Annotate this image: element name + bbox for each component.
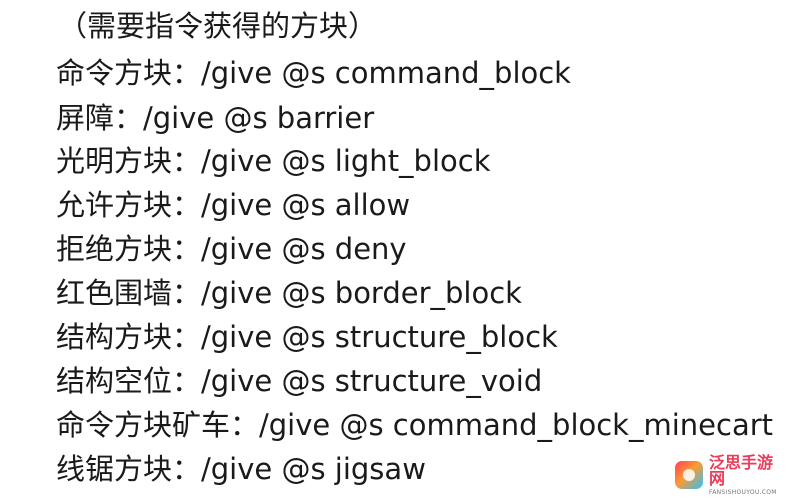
watermark-logo-icon <box>675 461 703 489</box>
command-line-deny: 拒绝方块：/give @s deny <box>56 232 407 266</box>
command-line-border-block: 红色围墙：/give @s border_block <box>56 276 522 310</box>
watermark-text: 泛思手游网 FANSISHOUYOU.COM <box>709 452 787 496</box>
command-line-allow: 允许方块：/give @s allow <box>56 188 411 222</box>
command-line-jigsaw: 线锯方块：/give @s jigsaw <box>56 452 426 486</box>
command-line-structure-void: 结构空位：/give @s structure_void <box>56 364 543 398</box>
command-line-command-block: 命令方块：/give @s command_block <box>56 56 571 90</box>
site-watermark: 泛思手游网 FANSISHOUYOU.COM <box>675 454 787 495</box>
watermark-title: 泛思手游网 <box>709 452 774 488</box>
command-line-light-block: 光明方块：/give @s light_block <box>56 144 491 178</box>
watermark-subtitle: FANSISHOUYOU.COM <box>709 488 777 496</box>
command-line-command-block-minecart: 命令方块矿车：/give @s command_block_minecart <box>56 408 774 442</box>
command-line-barrier: 屏障：/give @s barrier <box>56 101 375 135</box>
document-heading: （需要指令获得的方块） <box>58 9 378 43</box>
command-line-structure-block: 结构方块：/give @s structure_block <box>56 320 558 354</box>
